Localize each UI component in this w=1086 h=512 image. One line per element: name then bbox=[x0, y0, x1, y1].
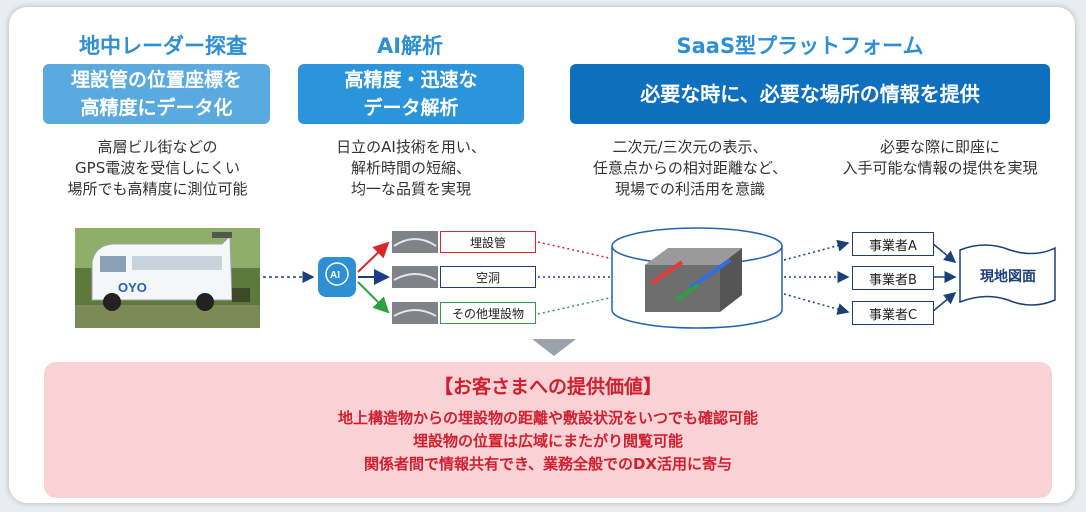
box-ai-line2: データ解析 bbox=[363, 97, 459, 119]
3d-model-block bbox=[645, 248, 742, 312]
site-map-label: 現地図面 bbox=[980, 269, 1036, 285]
site-map-document-icon bbox=[959, 244, 1056, 306]
arrow-other-to-3d bbox=[537, 288, 638, 315]
business-b: 事業者B bbox=[852, 266, 934, 290]
detection-cavity: 空洞 bbox=[440, 266, 536, 288]
arrow-ai-to-other bbox=[357, 281, 390, 314]
desc-saas-right: 必要な際に即座に 入手可能な情報の提供を実現 bbox=[842, 138, 1038, 177]
down-arrow-triangle bbox=[532, 339, 576, 356]
box-gpr-line1: 埋設管の位置座標を bbox=[70, 69, 242, 91]
arrow-3d-to-bizC bbox=[783, 293, 850, 315]
customer-value-title: 【お客さまへの提供価値】 bbox=[433, 376, 662, 398]
customer-value-line-3: 関係者間で情報共有でき、業務全般でのDX活用に寄与 bbox=[364, 455, 732, 473]
heading-ai: AI解析 bbox=[376, 34, 444, 58]
box-ai-line1: 高精度・迅速な bbox=[344, 69, 478, 91]
box-gpr: 埋設管の位置座標を 高精度にデータ化 bbox=[43, 64, 270, 124]
customer-value-box: 【お客さまへの提供価値】 地上構造物からの埋設物の距離や敷設状況をいつでも確認可… bbox=[44, 362, 1052, 498]
customer-value-line-2: 埋設物の位置は広域にまたがり閲覧可能 bbox=[412, 432, 683, 450]
ai-icon-label: AI bbox=[330, 270, 340, 281]
desc-saas-left: 二次元/三次元の表示、 任意点からの相対距離など、 現場での利活用を意識 bbox=[592, 138, 788, 198]
business-a: 事業者A bbox=[852, 232, 934, 256]
arrow-bizC-to-map bbox=[931, 292, 957, 313]
arrow-bizA-to-map bbox=[931, 242, 957, 263]
business-c: 事業者C bbox=[852, 301, 934, 325]
desc-ai: 日立のAI技術を用い、 解析時間の短縮、 均一な品質を実現 bbox=[336, 138, 486, 198]
box-saas-line1: 必要な時に、必要な場所の情報を提供 bbox=[640, 82, 980, 106]
box-saas: 必要な時に、必要な場所の情報を提供 bbox=[570, 64, 1050, 124]
detection-other: その他埋設物 bbox=[440, 302, 536, 324]
desc-gpr: 高層ビル街などの GPS電波を受信しにくい 場所でも高精度に測位可能 bbox=[67, 138, 248, 198]
heading-gpr: 地中レーダー探査 bbox=[79, 34, 247, 58]
box-ai: 高精度・迅速な データ解析 bbox=[298, 64, 524, 124]
ai-chip-ring bbox=[325, 262, 349, 286]
radar-thumbnail-pipe bbox=[392, 231, 438, 253]
customer-value-line-1: 地上構造物からの埋設物の距離や敷設状況をいつでも確認可能 bbox=[337, 409, 758, 427]
ai-chip-icon bbox=[318, 257, 356, 297]
radar-thumbnail-cavity bbox=[392, 266, 438, 288]
detection-pipe: 埋設管 bbox=[440, 231, 536, 253]
survey-van-photo bbox=[75, 228, 260, 328]
van-logo: OYO bbox=[118, 280, 147, 295]
radar-thumbnail-other bbox=[392, 302, 438, 324]
arrow-3d-to-bizA bbox=[783, 239, 850, 261]
arrow-ai-to-pipe bbox=[357, 241, 390, 273]
heading-saas: SaaS型プラットフォーム bbox=[676, 34, 924, 58]
box-gpr-line2: 高精度にデータ化 bbox=[80, 97, 233, 119]
